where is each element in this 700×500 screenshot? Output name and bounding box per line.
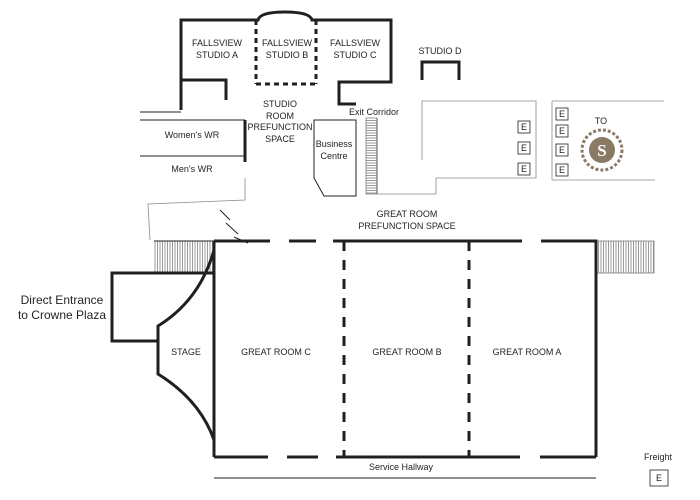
elevator-box [649,469,669,487]
stairs-right [595,240,655,274]
great-room-prefunction-label-2: PREFUNCTION SPACE [358,221,455,231]
business-centre-label-1: Business [316,139,353,149]
stage-label: STAGE [171,347,201,357]
elevator-box [555,107,569,121]
great-room-b-label: GREAT ROOM B [372,347,441,357]
studio-prefunction-label-3: PREFUNCTION [248,122,313,132]
to-label: TO [595,116,607,126]
business-centre-label-2: Centre [320,151,347,161]
studio-d-label: STUDIO D [418,46,462,56]
elevator-label: E [559,126,565,136]
elevator-label: E [521,143,527,153]
elevator-label: E [559,165,565,175]
studio-c-label-2: STUDIO C [333,50,377,60]
great-room-c-label: GREAT ROOM C [241,347,311,357]
mens-wr-label: Men's WR [171,164,213,174]
elevator-box [555,124,569,138]
elevator-box [555,163,569,177]
elevator-box [555,143,569,157]
studio-b-label-2: STUDIO B [266,50,309,60]
stairs-left [154,240,214,274]
elevator-label: E [559,145,565,155]
studio-b-label-1: FALLSVIEW [262,38,313,48]
elevator-box [517,120,531,134]
stairs-business [365,117,378,195]
studio-prefunction-label-4: SPACE [265,134,295,144]
washroom-walls [140,119,249,244]
logo-letter: S [597,141,606,160]
direct-entrance-label-1: Direct Entrance [21,293,104,307]
great-room-a-label: GREAT ROOM A [493,347,562,357]
womens-wr-label: Women's WR [165,130,220,140]
sheraton-logo: S [580,128,624,172]
stage-walls [110,249,216,441]
great-room-walls [154,239,598,479]
elevator-label: E [656,473,662,483]
elevator-label: E [521,164,527,174]
great-room-prefunction-label-1: GREAT ROOM [377,209,438,219]
elevator-box [517,162,531,176]
service-hallway-label: Service Hallway [369,462,434,472]
studio-walls [140,10,461,113]
freight-label: Freight [644,452,673,462]
studio-prefunction-label-1: STUDIO [263,99,297,109]
exit-corridor-label: Exit Corridor [349,107,399,117]
elevator-box [517,141,531,155]
studio-c-label-1: FALLSVIEW [330,38,381,48]
studio-a-label-1: FALLSVIEW [192,38,243,48]
direct-entrance-label-2: to Crowne Plaza [18,308,106,322]
studio-a-label-2: STUDIO A [196,50,238,60]
elevator-label: E [521,122,527,132]
studio-prefunction-label-2: ROOM [266,111,294,121]
elevator-label: E [559,109,565,119]
